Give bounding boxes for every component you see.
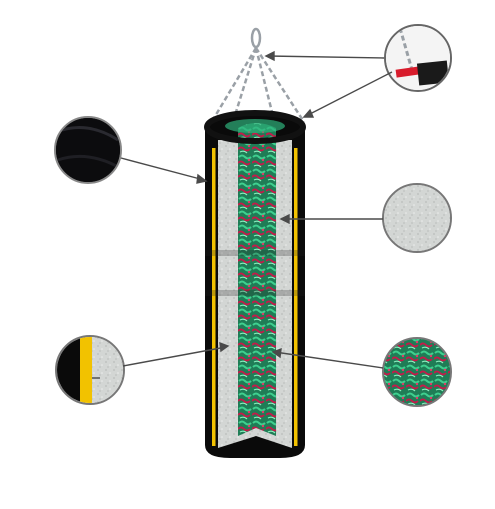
felt-swatch bbox=[382, 183, 452, 253]
liner-swatch bbox=[55, 335, 125, 405]
leather-swatch bbox=[54, 116, 122, 184]
chain-assembly bbox=[212, 27, 306, 123]
hook-ring-icon bbox=[250, 27, 262, 49]
pointer-lines bbox=[92, 50, 393, 379]
bag-body bbox=[204, 110, 306, 458]
filler-swatch bbox=[382, 337, 452, 407]
chain-hook-swatch bbox=[384, 24, 452, 92]
